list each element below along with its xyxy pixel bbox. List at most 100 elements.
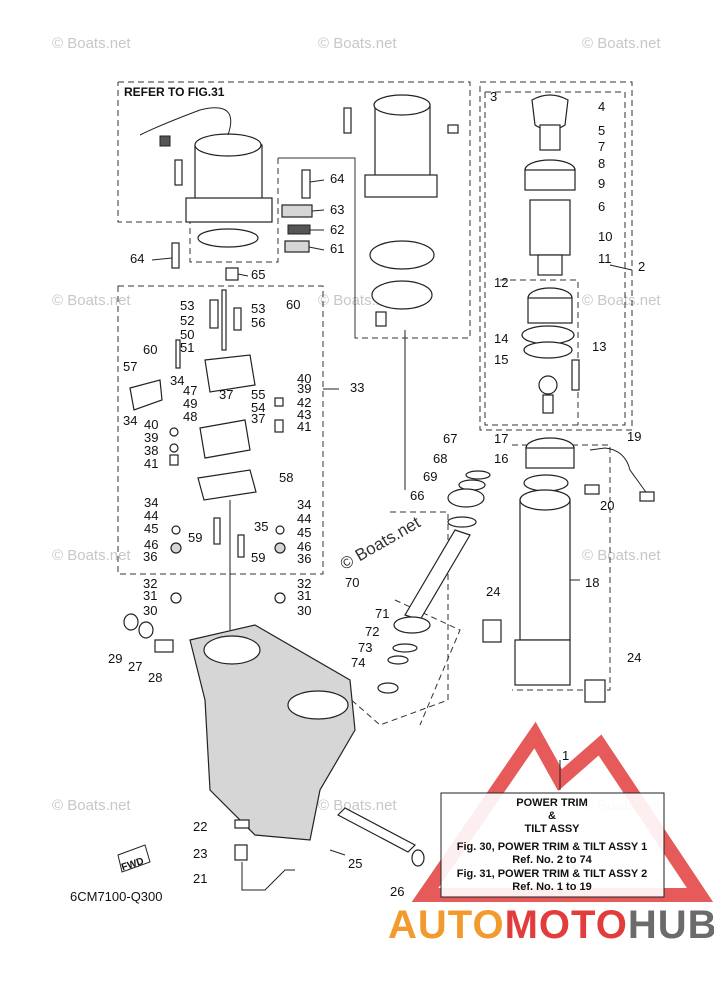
callout-1: 1 (562, 748, 569, 763)
callout-25: 25 (348, 856, 362, 871)
callout-48: 48 (183, 409, 197, 424)
watermark: © Boats.net (582, 292, 661, 309)
watermark: © Boats.net (582, 547, 661, 564)
callout-68: 68 (433, 451, 447, 466)
callout-38: 38 (144, 443, 158, 458)
callout-34c: 34 (144, 495, 158, 510)
watermark: © Boats.net (582, 35, 661, 52)
leader-lines (151, 179, 633, 856)
trim-motor-center (343, 94, 459, 327)
fwd-label: FWD (120, 856, 145, 874)
callout-11: 11 (598, 251, 612, 266)
callout-30a: 30 (143, 603, 157, 618)
callout-57: 57 (123, 359, 137, 374)
callout-18: 18 (585, 575, 599, 590)
trim-motor-left (139, 107, 273, 248)
callout-64b: 64 (330, 171, 344, 186)
callout-17: 17 (494, 431, 508, 446)
callout-5: 5 (598, 123, 605, 138)
callout-39a: 39 (144, 430, 158, 445)
info-line-1: Fig. 30, POWER TRIM & TILT ASSY 1 (457, 841, 647, 853)
tilt-cylinder (482, 94, 655, 703)
diagram-code: 6CM7100-Q300 (70, 889, 163, 904)
info-title-1: POWER TRIM (516, 797, 588, 809)
callout-46b: 46 (297, 539, 311, 554)
callout-2: 2 (638, 259, 645, 274)
callout-37a: 37 (219, 387, 233, 402)
callout-43: 43 (297, 407, 311, 422)
watermark: © Boats.net (52, 292, 131, 309)
bracket-body (117, 613, 425, 891)
callout-19: 19 (627, 429, 641, 444)
callout-34d: 34 (297, 497, 311, 512)
info-title-2: & (548, 810, 556, 822)
callout-60b: 60 (286, 297, 300, 312)
callout-55: 55 (251, 387, 265, 402)
callout-10: 10 (598, 229, 612, 244)
callout-72: 72 (365, 624, 379, 639)
watermark: © Boats.net (52, 547, 131, 564)
callout-34a: 34 (170, 373, 184, 388)
callout-46a: 46 (144, 537, 158, 552)
callout-13: 13 (592, 339, 606, 354)
callout-33: 33 (350, 380, 364, 395)
trim-ram (377, 470, 491, 694)
logo-part-hub: HUB (627, 903, 714, 947)
callout-36a: 36 (143, 549, 157, 564)
callout-63: 63 (330, 202, 344, 217)
callout-15: 15 (494, 352, 508, 367)
watermark: © Boats.net (318, 797, 397, 814)
callout-47: 47 (183, 383, 197, 398)
callout-40a: 40 (144, 417, 158, 432)
callout-59a: 59 (188, 530, 202, 545)
callout-31a: 31 (143, 588, 157, 603)
callout-4: 4 (598, 99, 605, 114)
info-line-3: Fig. 31, POWER TRIM & TILT ASSY 2 (457, 868, 647, 880)
callout-22: 22 (193, 819, 207, 834)
callout-34b: 34 (123, 413, 137, 428)
callout-30b: 30 (297, 603, 311, 618)
callout-64a: 64 (130, 251, 144, 266)
callout-3: 3 (490, 89, 497, 104)
info-box: POWER TRIM & TILT ASSY Fig. 30, POWER TR… (440, 792, 665, 898)
info-line-4: Ref. No. 1 to 19 (512, 881, 591, 893)
callout-73: 73 (358, 640, 372, 655)
callout-12: 12 (494, 275, 508, 290)
callout-8: 8 (598, 156, 605, 171)
callout-62: 62 (330, 222, 344, 237)
callout-28: 28 (148, 670, 162, 685)
callout-66: 66 (410, 488, 424, 503)
callout-60a: 60 (143, 342, 157, 357)
callout-37b: 37 (251, 411, 265, 426)
callout-32b: 32 (297, 576, 311, 591)
callout-69: 69 (423, 469, 437, 484)
callout-51: 51 (180, 340, 194, 355)
watermark: © Boats.net (318, 35, 397, 52)
callout-56: 56 (251, 315, 265, 330)
callout-45a: 45 (144, 521, 158, 536)
callout-21: 21 (193, 871, 207, 886)
callout-58: 58 (279, 470, 293, 485)
center-watermark: © Boats.net (337, 513, 424, 574)
callout-45b: 45 (297, 525, 311, 540)
callout-44a: 44 (144, 508, 158, 523)
callout-49: 49 (183, 396, 197, 411)
refer-label: REFER TO FIG.31 (124, 85, 225, 99)
callout-65: 65 (251, 267, 265, 282)
callout-53a: 53 (180, 298, 194, 313)
callout-61: 61 (330, 241, 344, 256)
callout-32a: 32 (143, 576, 157, 591)
callout-40b: 40 (297, 371, 311, 386)
callout-59b: 59 (251, 550, 265, 565)
callout-36b: 36 (297, 551, 311, 566)
watermark: © Boats.net (52, 797, 131, 814)
callout-74: 74 (351, 655, 365, 670)
callout-24a: 24 (486, 584, 500, 599)
callout-52: 52 (180, 313, 194, 328)
callout-71: 71 (375, 606, 389, 621)
callout-27: 27 (128, 659, 142, 674)
callout-70: 70 (345, 575, 359, 590)
callout-44b: 44 (297, 511, 311, 526)
callout-50: 50 (180, 327, 194, 342)
